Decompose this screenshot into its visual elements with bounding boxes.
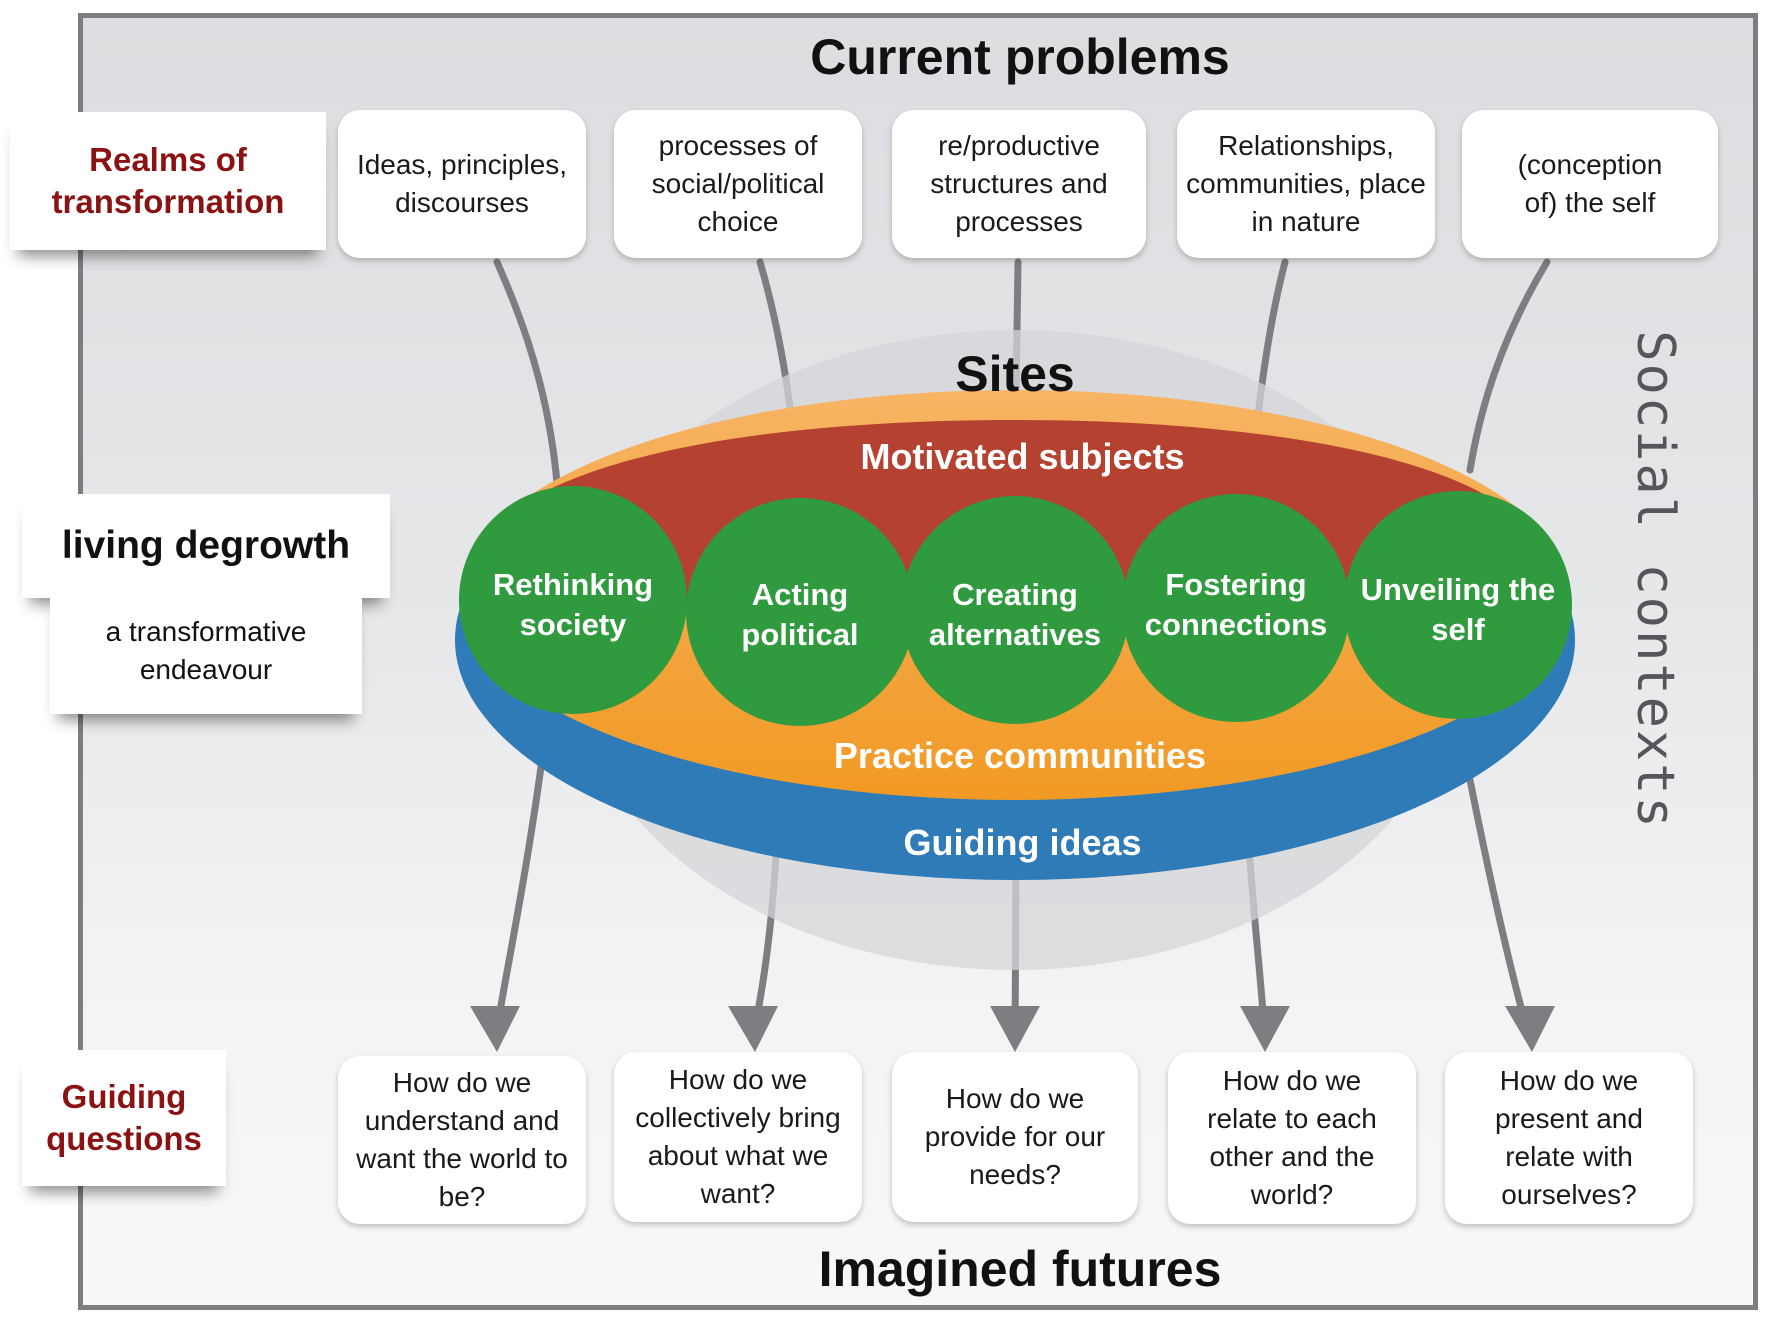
transformative-endeavour-tag: a transformative endeavour	[50, 588, 362, 714]
realms-of-transformation-label: Realms of transformation	[51, 141, 285, 220]
question-text: How do we understand and want the world …	[356, 1067, 568, 1212]
realm-box-5: (conception of) the self	[1462, 110, 1718, 258]
site-circle-1	[459, 486, 687, 714]
question-text: How do we present and relate with oursel…	[1495, 1065, 1643, 1210]
question-text: How do we collectively bring about what …	[635, 1064, 841, 1209]
question-box-4: How do we relate to each other and the w…	[1168, 1052, 1416, 1224]
realms-of-transformation-tag: Realms of transformation	[10, 112, 326, 250]
realm-box-3: re/productive structures and processes	[892, 110, 1146, 258]
question-text: How do we provide for our needs?	[924, 1083, 1106, 1190]
guiding-questions-label: Guiding questions	[46, 1078, 202, 1157]
question-box-1: How do we understand and want the world …	[338, 1056, 586, 1224]
living-degrowth-title: living degrowth	[61, 524, 351, 567]
living-degrowth-tag: living degrowth	[22, 494, 390, 598]
arrowhead-1	[470, 1006, 520, 1052]
site-label-unveiling-the-self: Unveiling the self	[1360, 572, 1556, 647]
guiding-ideas-label: Guiding ideas	[903, 822, 1142, 863]
social-contexts-label: Social contexts	[1625, 330, 1685, 830]
guiding-questions-tag: Guiding questions	[22, 1050, 226, 1186]
site-circle-3	[901, 496, 1129, 724]
motivated-subjects-label: Motivated subjects	[860, 436, 1185, 477]
realm-text: processes of social/political choice	[651, 130, 825, 237]
site-circle-2	[686, 498, 914, 726]
sites-title: Sites	[955, 346, 1075, 402]
site-circle-4	[1122, 494, 1350, 722]
question-text: How do we relate to each other and the w…	[1207, 1065, 1377, 1210]
transformative-endeavour-label: a transformative endeavour	[105, 616, 307, 685]
site-label-fostering-connections: Fostering connections	[1144, 567, 1328, 642]
site-label-creating-alternatives: Creating alternatives	[928, 577, 1102, 652]
arrowhead-4	[1240, 1006, 1290, 1052]
realm-box-4: Relationships, communities, place in nat…	[1177, 110, 1435, 258]
arrowhead-5	[1505, 1006, 1555, 1052]
site-label-acting-political: Acting political	[741, 577, 859, 652]
question-box-2: How do we collectively bring about what …	[614, 1052, 862, 1222]
realm-text: Relationships, communities, place in nat…	[1186, 130, 1426, 237]
current-problems-title: Current problems	[810, 29, 1230, 85]
realm-box-2: processes of social/political choice	[614, 110, 862, 258]
arrowhead-2	[728, 1006, 778, 1052]
site-label-rethinking-society: Rethinking society	[492, 567, 654, 642]
realm-box-1: Ideas, principles, discourses	[338, 110, 586, 258]
question-box-3: How do we provide for our needs?	[892, 1052, 1138, 1222]
realm-text: Ideas, principles, discourses	[356, 149, 568, 218]
practice-communities-label: Practice communities	[833, 735, 1207, 776]
site-circle-5	[1344, 491, 1572, 719]
realm-text: (conception of) the self	[1517, 149, 1663, 218]
question-box-5: How do we present and relate with oursel…	[1445, 1052, 1693, 1224]
imagined-futures-title: Imagined futures	[818, 1241, 1222, 1297]
realm-text: re/productive structures and processes	[930, 130, 1108, 237]
arrowhead-3	[990, 1006, 1040, 1052]
